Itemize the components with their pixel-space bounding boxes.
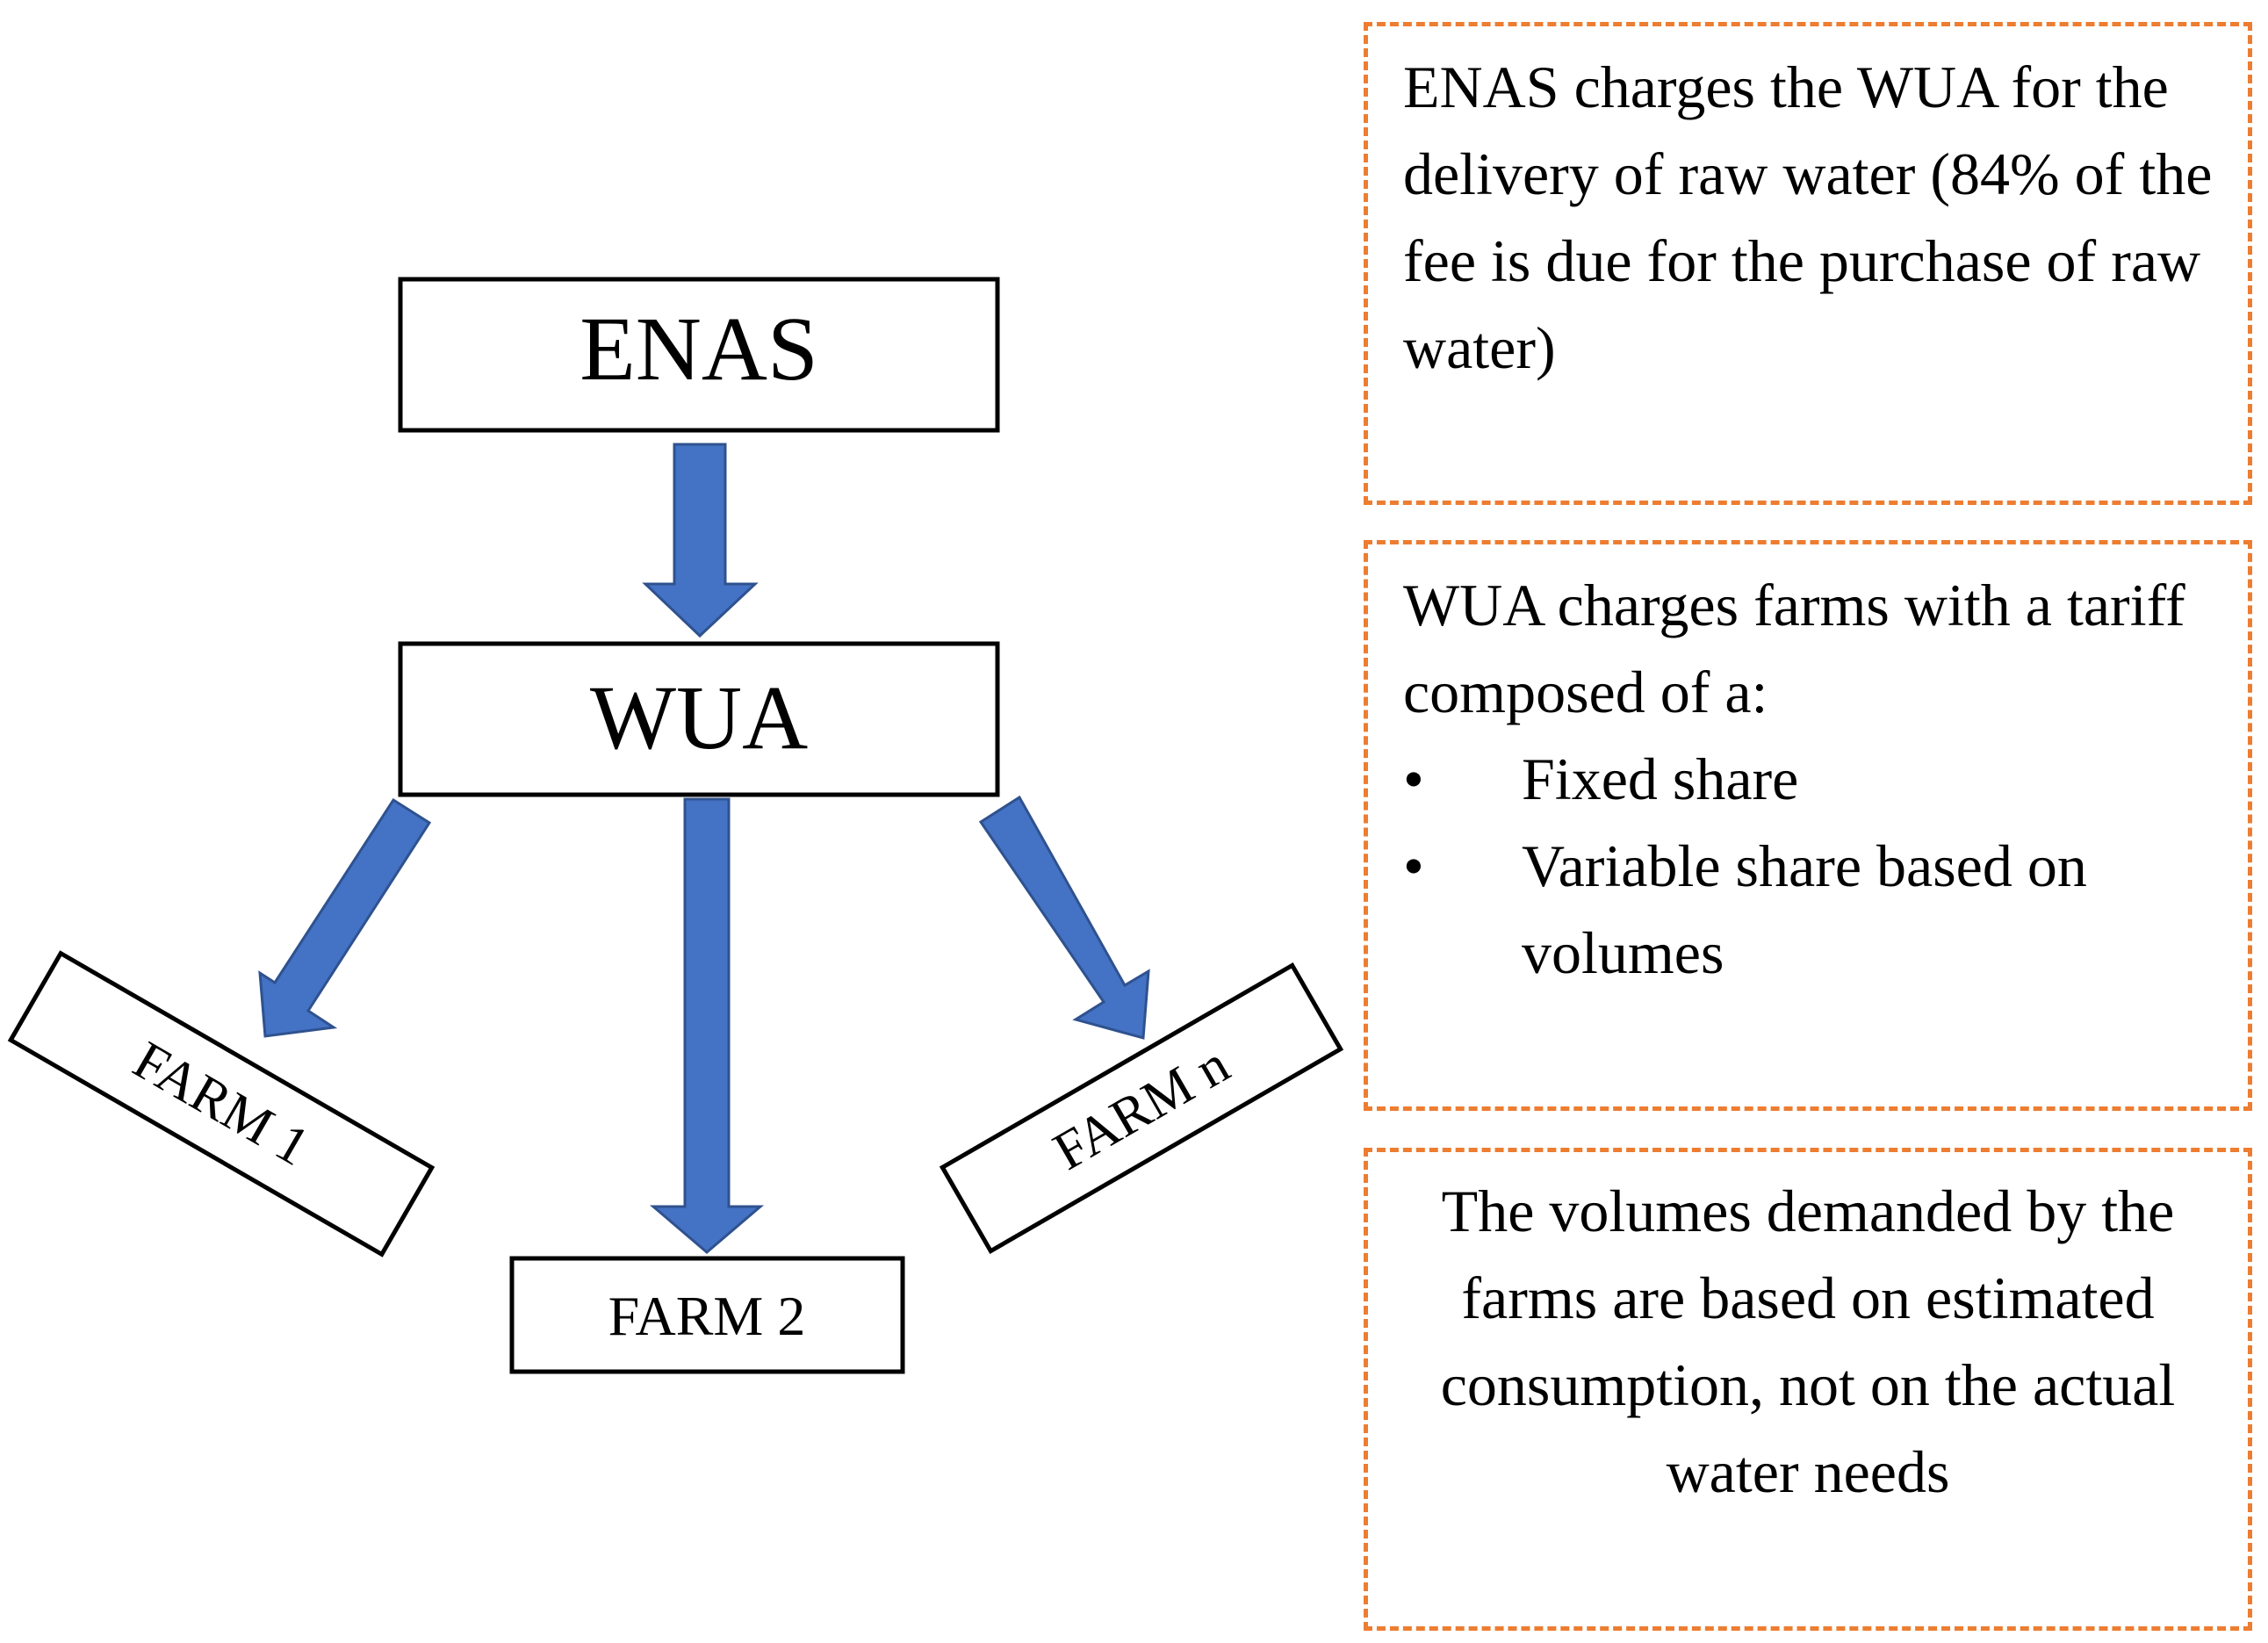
note-enas-charges: ENAS charges the WUA for the delivery of… [1364,22,2252,505]
arrow-wua-to-farm1 [258,797,432,1038]
arrow-wua-to-farmn [978,795,1150,1040]
tariff-item-label: Fixed share [1522,746,1799,812]
note-wua-tariff-intro: WUA charges farms with a tariff composed… [1403,572,2185,725]
wua-node: WUA [398,641,1000,797]
bullet-icon: • [1403,832,1424,899]
tariff-item-label: Variable share based on volumes [1522,832,2087,986]
farm2-node: FARM 2 [509,1256,905,1374]
note-enas-charges-text: ENAS charges the WUA for the delivery of… [1403,54,2213,381]
note-wua-tariff: WUA charges farms with a tariff composed… [1364,540,2252,1111]
note-volumes: The volumes demanded by the farms are ba… [1364,1148,2252,1631]
tariff-item-fixed: • Fixed share [1403,736,2213,823]
farm2-label: FARM 2 [608,1285,806,1347]
arrow-enas-to-wua [642,443,759,638]
farm1-node: FARM 1 [7,950,436,1257]
bullet-icon: • [1403,746,1424,812]
tariff-item-variable: • Variable share based on volumes [1403,823,2213,997]
tariff-list: • Fixed share • Variable share based on … [1403,736,2213,997]
arrow-wua-to-farm2 [649,797,765,1254]
enas-label: ENAS [580,299,818,400]
note-volumes-text: The volumes demanded by the farms are ba… [1440,1178,2176,1505]
wua-label: WUA [590,667,808,768]
enas-node: ENAS [398,277,1000,433]
